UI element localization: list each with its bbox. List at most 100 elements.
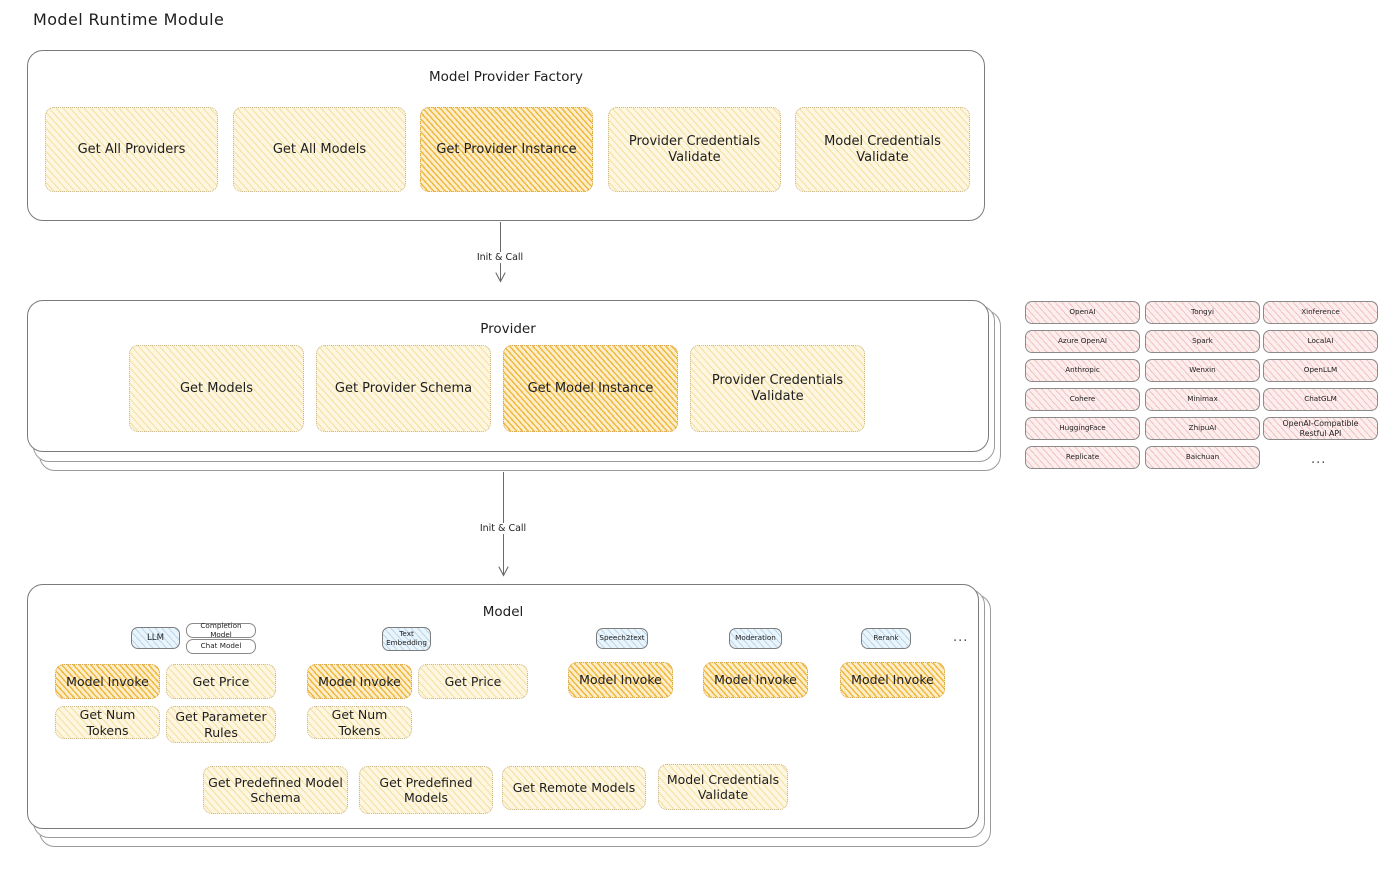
provider-chip-azure-openai[interactable]: Azure OpenAI — [1025, 330, 1140, 353]
factory-node-model-credentials-validate[interactable]: Model Credentials Validate — [795, 107, 970, 192]
factory-node-get-provider-instance[interactable]: Get Provider Instance — [420, 107, 593, 192]
model-type-badge-rerank[interactable]: Rerank — [861, 628, 911, 649]
provider-chip-wenxin[interactable]: Wenxin — [1145, 359, 1260, 382]
model-type-badge-label: Text Embedding — [386, 629, 427, 647]
model-type-badge-moderation[interactable]: Moderation — [729, 628, 782, 649]
model-op-llm-get-price[interactable]: Get Price — [166, 664, 276, 699]
model-common-op-label: Get Remote Models — [512, 780, 636, 796]
model-op-text-embedding-get-num-tokens[interactable]: Get Num Tokens — [307, 706, 412, 739]
provider-chip-huggingface[interactable]: HuggingFace — [1025, 417, 1140, 440]
model-op-llm-get-num-tokens[interactable]: Get Num Tokens — [55, 706, 160, 739]
provider-chip-xinference[interactable]: Xinference — [1263, 301, 1378, 324]
model-op-label: Get Num Tokens — [331, 707, 388, 738]
provider-chip-zhipuai[interactable]: ZhipuAI — [1145, 417, 1260, 440]
model-subtype-badge-label: Chat Model — [200, 641, 242, 651]
provider-title: Provider — [480, 321, 536, 337]
factory-node-label: Get Provider Instance — [436, 141, 577, 157]
model-type-badge-label: Rerank — [873, 633, 899, 643]
model-op-speech2text-model-invoke[interactable]: Model Invoke — [568, 662, 673, 698]
model-type-badge-text-embedding[interactable]: Text Embedding — [382, 627, 431, 651]
provider-chip-minimax[interactable]: Minimax — [1145, 388, 1260, 411]
provider-node-label: Get Provider Schema — [334, 380, 473, 396]
provider-chip-tongyi[interactable]: Tongyi — [1145, 301, 1260, 324]
provider-chip-label: Baichuan — [1185, 452, 1220, 462]
factory-node-get-all-providers[interactable]: Get All Providers — [45, 107, 218, 192]
provider-chip-label: Wenxin — [1189, 365, 1216, 375]
model-op-label: Get Price — [192, 673, 250, 689]
provider-chip-label: ChatGLM — [1304, 394, 1337, 404]
model-type-badge-label: Speech2text — [599, 633, 645, 643]
model-op-text-embedding-model-invoke[interactable]: Model Invoke — [307, 664, 412, 699]
provider-chip-label: ZhipuAI — [1188, 423, 1217, 433]
provider-chip-replicate[interactable]: Replicate — [1025, 446, 1140, 469]
provider-node-label: Get Model Instance — [527, 380, 654, 396]
model-op-label: Get Price — [444, 673, 502, 689]
provider-chip-label: Tongyi — [1191, 307, 1214, 317]
model-op-label: Model Invoke — [579, 672, 662, 688]
provider-chip-cohere[interactable]: Cohere — [1025, 388, 1140, 411]
provider-chip-label: LocalAI — [1307, 336, 1334, 346]
model-op-llm-model-invoke[interactable]: Model Invoke — [55, 664, 160, 699]
provider-node-get-model-instance[interactable]: Get Model Instance — [503, 345, 678, 432]
provider-chip-label: Xinference — [1301, 307, 1340, 317]
provider-chip-openai-compatible-restful-api[interactable]: OpenAI-Compatible Restful API — [1263, 417, 1378, 440]
provider-list-ellipsis: ... — [1311, 452, 1327, 467]
factory-node-get-all-models[interactable]: Get All Models — [233, 107, 406, 192]
provider-chip-spark[interactable]: Spark — [1145, 330, 1260, 353]
model-op-label: Get Parameter Rules — [175, 709, 267, 740]
model-type-badge-label: LLM — [147, 632, 164, 643]
model-op-label: Get Num Tokens — [79, 707, 136, 738]
provider-chip-label: OpenLLM — [1303, 365, 1338, 375]
provider-node-get-provider-schema[interactable]: Get Provider Schema — [316, 345, 491, 432]
arrow-provider-to-model-label: Init & Call — [475, 523, 531, 534]
provider-chip-label: Azure OpenAI — [1058, 336, 1107, 346]
model-op-label: Model Invoke — [318, 673, 401, 689]
provider-chip-chatglm[interactable]: ChatGLM — [1263, 388, 1378, 411]
factory-node-label: Model Credentials Validate — [824, 133, 941, 165]
model-subtype-badge-completion-model[interactable]: Completion Model — [186, 620, 256, 639]
model-common-op-get-remote-models[interactable]: Get Remote Models — [502, 766, 646, 810]
provider-node-get-models[interactable]: Get Models — [129, 345, 304, 432]
provider-node-label: Provider Credentials Validate — [711, 372, 844, 404]
provider-chip-label: Spark — [1192, 336, 1213, 346]
provider-node-provider-credentials-validate[interactable]: Provider Credentials Validate — [690, 345, 865, 432]
provider-chip-label: OpenAI — [1069, 307, 1096, 317]
model-op-label: Model Invoke — [714, 672, 797, 688]
model-subtype-badge-chat-model[interactable]: Chat Model — [186, 639, 256, 654]
provider-chip-label: Cohere — [1069, 394, 1096, 404]
model-common-op-get-predefined-model-schema[interactable]: Get Predefined Model Schema — [203, 766, 348, 814]
model-provider-factory-title: Model Provider Factory — [428, 69, 583, 85]
arrow-factory-to-provider-head — [495, 272, 506, 283]
provider-chip-label: HuggingFace — [1059, 423, 1106, 433]
model-common-op-get-predefined-models[interactable]: Get Predefined Models — [359, 766, 493, 814]
model-type-badge-speech2text[interactable]: Speech2text — [596, 628, 648, 649]
provider-chip-label: OpenAI-Compatible Restful API — [1282, 419, 1359, 438]
provider-node-label: Get Models — [179, 380, 254, 396]
factory-node-label: Provider Credentials Validate — [628, 133, 761, 165]
provider-chip-localai[interactable]: LocalAI — [1263, 330, 1378, 353]
page-title: Model Runtime Module — [33, 10, 225, 29]
model-op-llm-get-parameter-rules[interactable]: Get Parameter Rules — [166, 706, 276, 743]
provider-chip-baichuan[interactable]: Baichuan — [1145, 446, 1260, 469]
model-common-op-label: Get Predefined Models — [379, 774, 473, 805]
factory-node-label: Get All Providers — [77, 141, 186, 157]
model-op-label: Model Invoke — [851, 672, 934, 688]
model-type-badge-llm[interactable]: LLM — [131, 627, 180, 649]
model-title: Model — [482, 604, 524, 620]
provider-chip-anthropic[interactable]: Anthropic — [1025, 359, 1140, 382]
factory-node-provider-credentials-validate[interactable]: Provider Credentials Validate — [608, 107, 781, 192]
arrow-provider-to-model-head — [498, 566, 509, 577]
model-common-op-label: Model Credentials Validate — [666, 771, 780, 802]
provider-chip-openllm[interactable]: OpenLLM — [1263, 359, 1378, 382]
model-types-ellipsis: ... — [953, 630, 969, 645]
model-common-op-model-credentials-validate[interactable]: Model Credentials Validate — [658, 764, 788, 810]
model-common-op-label: Get Predefined Model Schema — [208, 774, 343, 805]
arrow-factory-to-provider-label: Init & Call — [472, 252, 528, 263]
model-op-rerank-model-invoke[interactable]: Model Invoke — [840, 662, 945, 698]
model-op-text-embedding-get-price[interactable]: Get Price — [418, 664, 528, 699]
factory-node-label: Get All Models — [272, 141, 367, 157]
model-op-moderation-model-invoke[interactable]: Model Invoke — [703, 662, 808, 698]
model-subtype-badge-label: Completion Model — [200, 620, 242, 639]
provider-chip-openai[interactable]: OpenAI — [1025, 301, 1140, 324]
